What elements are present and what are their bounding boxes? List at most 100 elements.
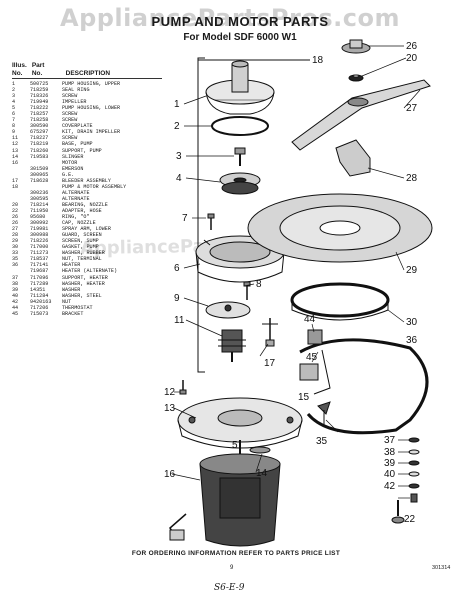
parts-list-illus: 33 <box>12 250 19 257</box>
parts-list-illus: 29 <box>12 238 19 245</box>
callout-27: 27 <box>406 103 418 114</box>
parts-list-illus: 14 <box>12 153 19 160</box>
parts-list-desc: ALTERNATE <box>62 195 90 202</box>
callout-35: 35 <box>316 436 328 447</box>
parts-list-row: 13 718260 SUPPORT, PUMP <box>12 148 172 154</box>
model-subtitle: For Model SDF 6000 W1 <box>183 32 297 43</box>
parts-list-desc: BASE, PUMP <box>62 141 93 148</box>
hose-adapter <box>391 500 405 524</box>
parts-list-illus: 30 <box>12 244 19 251</box>
drain-impeller <box>218 329 246 362</box>
parts-list-illus: 35 <box>12 256 19 263</box>
parts-list-desc: IMPELLER <box>62 99 87 106</box>
parts-list-part: 718214 <box>30 201 49 208</box>
callout-36: 36 <box>406 335 418 346</box>
parts-list-part: 719949 <box>30 99 49 106</box>
handwritten-code: S6-E-9 <box>214 583 245 593</box>
parts-list-desc: SPRAY ARM, LOWER <box>62 226 111 233</box>
parts-list-desc: BEARING, NOZZLE <box>62 201 108 208</box>
parts-list-illus: 4 <box>12 99 16 106</box>
parts-list-illus: 20 <box>12 201 19 208</box>
parts-list-illus: 42 <box>12 298 19 305</box>
callout-29: 29 <box>406 265 418 276</box>
parts-list-part: 95680 <box>30 214 46 221</box>
parts-list-row: 29 718226 SCREEN, SUMP <box>12 238 172 244</box>
parts-list-illus: 7 <box>12 117 16 124</box>
parts-list-illus: 17 <box>12 177 19 184</box>
col-part-top: Part <box>31 62 45 69</box>
parts-list-desc: SUPPORT, PUMP <box>62 147 102 154</box>
parts-list-illus: 40 <box>12 292 19 299</box>
parts-list-desc: SCREW <box>62 135 78 142</box>
parts-list-illus: 36 <box>12 262 19 269</box>
parts-list-part: 718537 <box>30 256 49 263</box>
callout-39: 39 <box>384 458 396 469</box>
parts-list-row: 35 718537 NUT, TERMINAL <box>12 256 172 262</box>
parts-list-desc: SLINGER <box>62 153 84 160</box>
thermostat <box>307 329 323 345</box>
parts-list-illus: 2 <box>12 87 16 94</box>
parts-list-desc: THERMOSTAT <box>62 304 93 311</box>
parts-list-illus: 6 <box>12 111 16 118</box>
parts-list-desc: WASHER <box>62 286 81 293</box>
parts-list-desc: HEATER <box>62 262 81 269</box>
parts-list-desc: COVERPLATE <box>62 123 93 130</box>
terminal-nut <box>317 401 331 426</box>
header-rule <box>12 78 162 79</box>
parts-list-desc: SCREW <box>62 111 78 118</box>
pump-base <box>177 397 303 449</box>
parts-list-illus: 13 <box>12 147 19 154</box>
callout-labels: 1 2 3 4 7 6 8 9 11 17 12 13 14 16 18 26 … <box>164 41 418 525</box>
parts-list-part: 711273 <box>30 250 49 257</box>
callout-16: 16 <box>164 469 176 480</box>
parts-list-desc: ADAPTER, HOSE <box>62 207 102 214</box>
parts-list-desc: WASHER, RUBBER <box>62 250 105 257</box>
parts-list-desc: NUT, TERMINAL <box>62 256 102 263</box>
nozzle-bearing <box>348 74 364 82</box>
parts-list-part: 718227 <box>30 135 49 142</box>
parts-list-part: 711284 <box>30 292 49 299</box>
parts-list-desc: SCREEN, SUMP <box>62 238 99 245</box>
parts-list-part: 711950 <box>30 207 49 214</box>
parts-list-illus: 37 <box>12 274 19 281</box>
parts-list-desc: WASHER, STEEL <box>62 292 102 299</box>
parts-list-desc: RING, "O" <box>62 214 90 221</box>
parts-list-part: 717000 <box>30 244 49 251</box>
callout-15: 15 <box>298 392 310 403</box>
parts-list-illus: 38 <box>12 280 19 287</box>
callout-30: 30 <box>406 317 418 328</box>
parts-list-part: 718260 <box>30 147 49 154</box>
callout-40: 40 <box>384 469 396 480</box>
callout-13: 13 <box>164 403 176 414</box>
parts-list-desc: ALTERNATE <box>62 189 90 196</box>
parts-list-part: 717206 <box>30 304 49 311</box>
parts-list-part: 715073 <box>30 310 49 317</box>
parts-list-part: 718226 <box>30 238 49 245</box>
nozzle-cap <box>341 39 371 54</box>
parts-list-illus: 16 <box>12 159 19 166</box>
parts-list-illus: 26 <box>12 220 19 227</box>
col-illus-no: No. <box>12 69 23 77</box>
col-description: DESCRIPTION <box>65 69 111 77</box>
sump-screen <box>247 193 433 263</box>
parts-list-part: 718326 <box>30 93 49 100</box>
bleeder-assembly <box>262 318 278 347</box>
parts-list-part: 718259 <box>30 87 49 94</box>
lower-spray-arm <box>291 79 431 151</box>
